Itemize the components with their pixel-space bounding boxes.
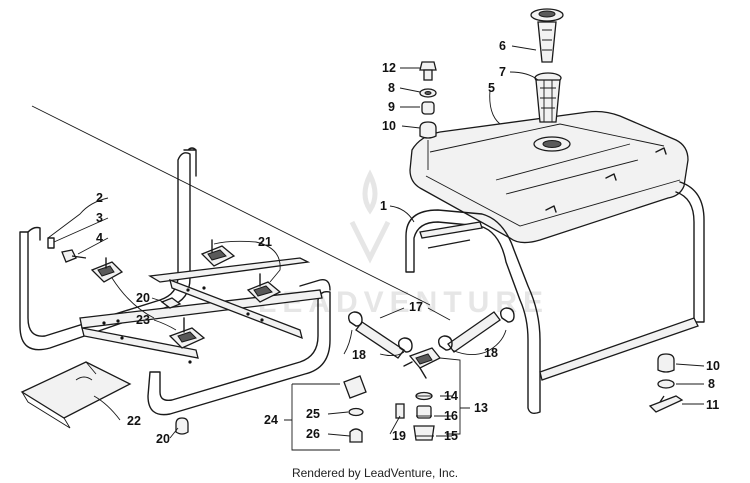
callout-18-left: 18 <box>352 348 366 362</box>
bowl-15-icon <box>413 425 435 441</box>
fuel-tank-assembly <box>405 8 705 415</box>
callout-8-right: 8 <box>708 377 715 391</box>
callout-26: 26 <box>306 427 320 441</box>
tank-frame-crossbar <box>419 221 483 249</box>
callout-7: 7 <box>499 65 506 79</box>
callout-25: 25 <box>306 407 320 421</box>
watermark-text: LEADVENTURE <box>258 286 549 319</box>
manual-bag-22 <box>20 361 132 429</box>
callout-19: 19 <box>392 429 406 443</box>
left-frame-assembly <box>19 147 331 435</box>
fuel-line-assembly <box>343 307 515 443</box>
callout-16: 16 <box>444 409 458 423</box>
fuel-hose-left <box>355 321 405 359</box>
valve-body-24-icon <box>343 375 367 399</box>
callout-23: 23 <box>136 313 150 327</box>
engine-mount-21b <box>246 273 282 303</box>
callout-20-lower: 20 <box>156 432 170 446</box>
left-frame-rail-rear <box>169 278 303 340</box>
callout-22: 22 <box>127 414 141 428</box>
callout-21: 21 <box>258 235 272 249</box>
nut-20b-icon <box>175 417 189 435</box>
bolt-4-icon <box>61 249 87 263</box>
callout-15: 15 <box>444 429 458 443</box>
tank-clip-icon <box>545 147 667 213</box>
callout-9: 9 <box>388 100 395 114</box>
fuel-tank <box>409 110 689 244</box>
callout-6: 6 <box>499 39 506 53</box>
left-frame-tube <box>19 152 191 351</box>
engine-mount-21a <box>200 239 236 267</box>
callout-13: 13 <box>474 401 488 415</box>
watermark-logo-icon <box>349 169 391 264</box>
screw-19-icon <box>395 403 405 419</box>
callout-11: 11 <box>706 398 719 412</box>
fuel-hose-right <box>447 311 501 353</box>
washer-8b-icon <box>657 379 675 389</box>
clip-11-icon <box>648 395 684 413</box>
hardware-stack-12 <box>419 61 437 170</box>
bolt-small-3 <box>47 237 55 249</box>
hose-clamp-left-a <box>347 311 363 327</box>
callout-12: 12 <box>382 61 396 75</box>
fuel-valve-13 <box>403 347 442 379</box>
callout-17: 17 <box>409 300 423 314</box>
left-frame-side-tube <box>299 279 331 291</box>
left-frame-rail-front <box>81 327 199 359</box>
left-frame-tube-rear <box>27 226 41 241</box>
left-frame-upright <box>183 147 197 177</box>
strainer-7 <box>534 72 562 123</box>
callout-labels: 6 12 7 8 5 9 10 1 2 3 4 21 20 23 17 18 1… <box>96 39 720 446</box>
callout-2: 2 <box>96 191 103 205</box>
callout-10-right: 10 <box>706 359 720 373</box>
tank-frame-1 <box>405 209 541 415</box>
callout-5: 5 <box>488 81 495 95</box>
hose-clamp-right-b <box>499 307 515 323</box>
left-frame-rail-upper <box>148 257 311 283</box>
fuel-tank-seam <box>425 123 681 227</box>
engine-mount-left <box>90 257 124 283</box>
callout-1: 1 <box>380 199 387 213</box>
leader-lines <box>47 45 705 451</box>
tank-frame-upright <box>675 181 705 323</box>
callout-18-right: 18 <box>484 346 498 360</box>
tank-frame-rail <box>539 317 699 381</box>
engine-mount-23 <box>168 317 206 349</box>
callout-20: 20 <box>136 291 150 305</box>
callout-10: 10 <box>382 119 396 133</box>
fuel-cap-6 <box>530 8 564 63</box>
hose-clamp-left-b <box>397 337 413 353</box>
callout-24: 24 <box>264 413 278 427</box>
washer-25-icon <box>348 407 364 417</box>
callout-8: 8 <box>388 81 395 95</box>
callout-4: 4 <box>96 231 103 245</box>
grommet-10b-icon <box>657 353 675 373</box>
callout-14: 14 <box>444 389 458 403</box>
footer-credit: Rendered by LeadVenture, Inc. <box>291 466 459 480</box>
hose-clamp-right-a <box>437 335 453 351</box>
nut-20a-icon <box>160 297 182 309</box>
ring-26-icon <box>349 428 363 443</box>
callout-3: 3 <box>96 211 103 225</box>
filter-16-icon <box>416 405 432 419</box>
construction-line <box>31 105 431 306</box>
rail-holes <box>102 286 264 364</box>
